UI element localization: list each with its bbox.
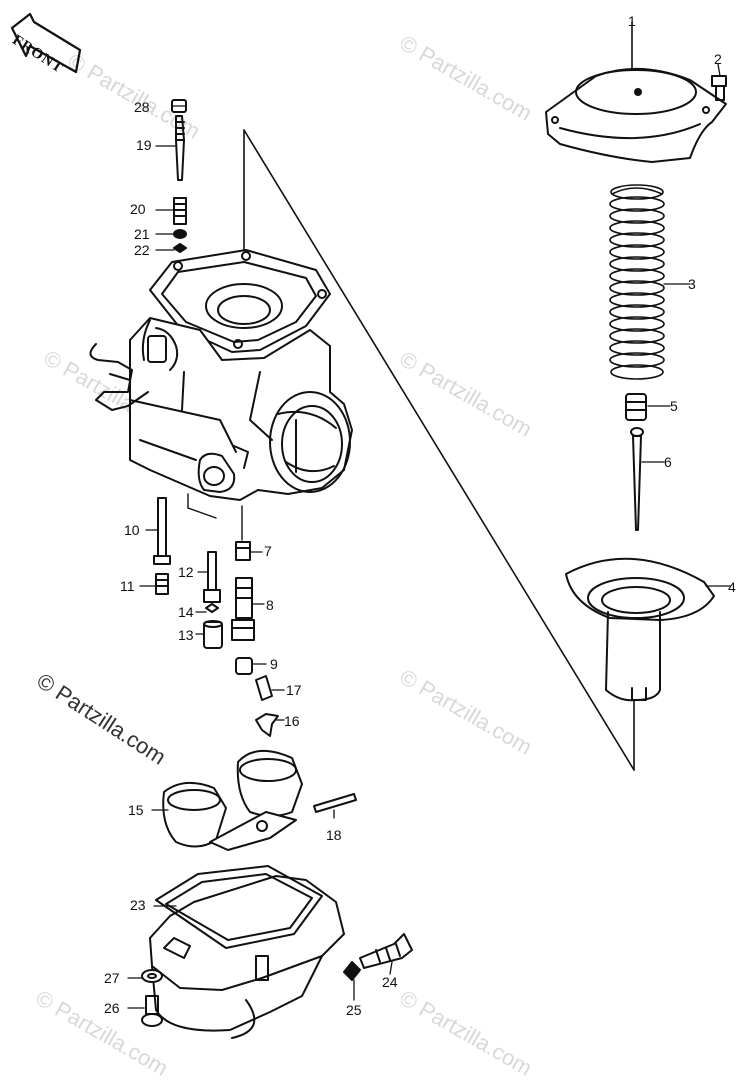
o-ring: [343, 961, 361, 981]
spring: [609, 184, 665, 380]
washer: [141, 969, 163, 983]
callout-18: 18: [326, 827, 342, 843]
front-arrow-icon: [10, 12, 82, 74]
callout-20: 20: [130, 201, 146, 217]
drain-screw: [359, 933, 413, 969]
float: [162, 750, 303, 851]
callout-4: 4: [728, 579, 736, 595]
callout-24: 24: [382, 974, 398, 990]
callout-1: 1: [628, 13, 636, 29]
callout-11: 11: [120, 578, 135, 594]
callout-6: 6: [664, 454, 672, 470]
exploded-view-drawing: [10, 12, 731, 1039]
callout-5: 5: [670, 398, 678, 414]
bowl-screw: [141, 995, 163, 1027]
callout-21: 21: [134, 226, 150, 242]
jet-stack-right: [231, 541, 279, 737]
callout-16: 16: [284, 713, 300, 729]
callout-22: 22: [134, 242, 150, 258]
callout-9: 9: [270, 656, 278, 672]
callout-27: 27: [104, 970, 120, 986]
callout-26: 26: [104, 1000, 120, 1016]
callout-14: 14: [178, 604, 194, 620]
jet-stack-left: [153, 497, 171, 595]
needle-holder: [625, 393, 647, 421]
vacuum-piston: [565, 557, 715, 702]
callout-10: 10: [124, 522, 140, 538]
callout-25: 25: [346, 1002, 362, 1018]
callout-8: 8: [266, 597, 274, 613]
leader-lines: [127, 63, 731, 1009]
callout-2: 2: [714, 51, 722, 67]
jet-needle: [630, 427, 644, 531]
float-bowl: [149, 865, 345, 1039]
parts-diagram: © Partzilla.com © Partzilla.com © Partzi…: [9, 12, 736, 1081]
callout-3: 3: [688, 276, 696, 292]
pilot-screw-assembly: [171, 99, 187, 253]
callout-28: 28: [134, 99, 150, 115]
callout-7: 7: [264, 543, 272, 559]
callout-15: 15: [128, 802, 144, 818]
callout-19: 19: [136, 137, 152, 153]
screw: [711, 75, 727, 101]
callout-17: 17: [286, 682, 302, 698]
carburetor-body: [89, 249, 353, 541]
callout-13: 13: [178, 627, 194, 643]
jet-stack-center: [203, 551, 223, 649]
top-cover: [545, 67, 727, 163]
callout-12: 12: [178, 564, 194, 580]
callout-23: 23: [130, 897, 146, 913]
float-pin: [313, 793, 357, 813]
